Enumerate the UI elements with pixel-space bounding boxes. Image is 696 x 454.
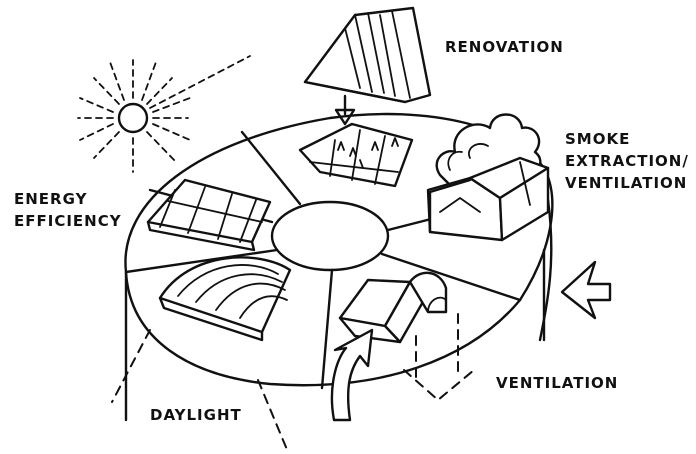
label-energy-efficiency: ENERGY EFFICIENCY [14,190,122,230]
sun-icon [77,55,251,173]
light-rays [111,329,289,453]
label-smoke-extraction: SMOKE EXTRACTION/ VENTILATION [565,130,689,192]
airflow-arrow-bottom-icon [330,328,374,422]
barrel-vault-icon [158,256,292,342]
solar-panel-icon [146,178,272,252]
smoke-extraction-icon [426,113,550,242]
label-daylight: DAYLIGHT [150,406,242,424]
skylight-panel-icon [298,122,414,188]
label-renovation: RENOVATION [445,38,564,56]
ventilation-box-icon [338,271,475,402]
center-hub [270,200,390,272]
renovation-roof-icon [303,6,432,126]
label-ventilation: VENTILATION [496,374,619,392]
airflow-arrow-right-icon [542,248,612,342]
